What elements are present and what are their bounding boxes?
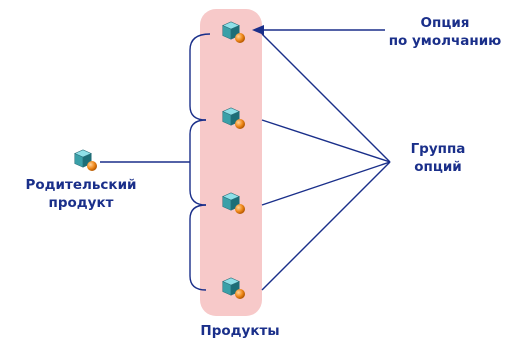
product-cube-icon bbox=[222, 21, 245, 43]
parent-product-label: Родительский продукт bbox=[6, 176, 156, 212]
default-option-label: Опция по умолчанию bbox=[370, 14, 520, 50]
parent-product-label-line2: продукт bbox=[48, 195, 114, 211]
parent-product-label-line1: Родительский bbox=[25, 177, 137, 193]
default-option-arrow bbox=[252, 25, 385, 35]
option-group-label: Группа опций bbox=[378, 140, 498, 176]
products-band bbox=[200, 9, 262, 316]
default-option-label-line2: по умолчанию bbox=[388, 33, 502, 49]
option-group-label-line1: Группа bbox=[410, 141, 466, 157]
parent-product-cube-icon bbox=[74, 149, 97, 171]
hierarchy-bracket bbox=[100, 33, 211, 291]
option-group-label-line2: опций bbox=[414, 159, 462, 175]
default-option-label-line1: Опция bbox=[420, 15, 470, 31]
product-cube-icon bbox=[222, 277, 245, 299]
product-cube-icon bbox=[222, 192, 245, 214]
product-cube-icon bbox=[222, 107, 245, 129]
products-label: Продукты bbox=[200, 323, 280, 339]
option-group-connectors bbox=[261, 33, 391, 291]
